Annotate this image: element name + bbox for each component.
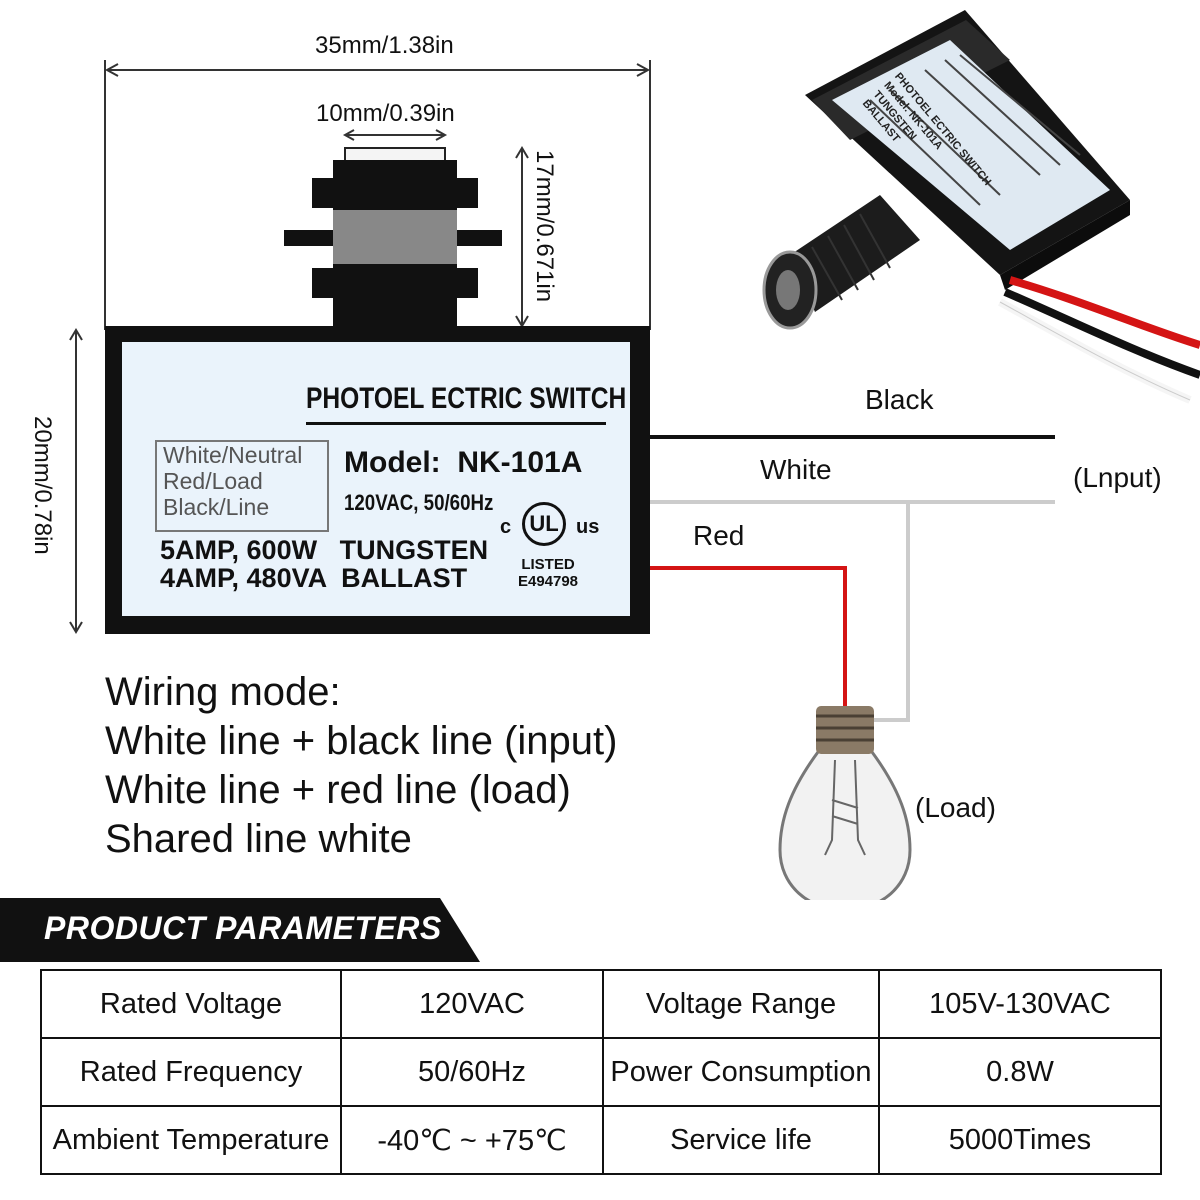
- sensor-height-dimension-line: [515, 146, 529, 328]
- table-row: Ambient Temperature -40℃ ~ +75℃ Service …: [40, 1105, 1162, 1175]
- rating-line: 4AMP, 480VA BALLAST: [160, 563, 468, 593]
- params-title: PRODUCT PARAMETERS: [44, 910, 442, 946]
- ul-file-number: E494798: [517, 573, 579, 590]
- white-wire-drop: [870, 504, 910, 722]
- param-name: Voltage Range: [602, 969, 880, 1039]
- input-label: (Lnput): [1073, 462, 1162, 493]
- wiring-mode-line: Shared line white: [105, 817, 412, 861]
- photo-sensor-barrel: [762, 195, 920, 330]
- param-value: 0.8W: [878, 1037, 1162, 1107]
- photocell-sensor: [284, 147, 502, 330]
- params-table: Rated Voltage 120VAC Voltage Range 105V-…: [40, 969, 1162, 1175]
- sensor-width-label: 10mm/0.39in: [316, 100, 455, 127]
- ul-cert-us: us: [576, 516, 600, 538]
- wiring-mode-heading: Wiring mode:: [105, 670, 341, 714]
- param-name: Service life: [602, 1105, 880, 1175]
- width-dimension-label: 35mm/1.38in: [315, 32, 454, 59]
- wiring-mode-line: White line + black line (input): [105, 719, 618, 763]
- sensor-height-label: 17mm/0.671in: [531, 150, 558, 303]
- load-label: (Load): [915, 792, 996, 823]
- table-row: Rated Frequency 50/60Hz Power Consumptio…: [40, 1037, 1162, 1107]
- black-wire-label: Black: [865, 384, 934, 415]
- wiring-legend-item: Red/Load: [163, 468, 263, 494]
- wiring-legend-item: Black/Line: [163, 494, 270, 520]
- param-value: 120VAC: [340, 969, 604, 1039]
- ul-cert-mark: c UL us: [500, 500, 612, 554]
- red-wire: [650, 566, 847, 712]
- wiring-legend-box: White/Neutral Red/Load Black/Line: [155, 440, 329, 532]
- red-wire-label: Red: [693, 520, 745, 551]
- width-dimension-line: [104, 60, 651, 330]
- param-name: Power Consumption: [602, 1037, 880, 1107]
- table-row: Rated Voltage 120VAC Voltage Range 105V-…: [40, 969, 1162, 1039]
- wiring-legend-item: White/Neutral: [163, 442, 303, 468]
- light-bulb: [778, 706, 912, 900]
- wires: [650, 435, 1055, 722]
- params-banner: [0, 898, 480, 962]
- white-wire-label: White: [760, 454, 832, 485]
- rating-line: 5AMP, 600W TUNGSTEN: [160, 535, 489, 565]
- param-value: 50/60Hz: [340, 1037, 604, 1107]
- ul-listed-text: LISTED: [521, 556, 575, 573]
- model-number: Model: NK-101A: [344, 446, 583, 479]
- product-photo: [762, 10, 1200, 404]
- ul-listing: LISTED E494798: [510, 556, 586, 590]
- device-label-title-underline: [306, 422, 606, 425]
- wiring-mode: Wiring mode: White line + black line (in…: [105, 668, 617, 864]
- param-value: -40℃ ~ +75℃: [340, 1105, 604, 1175]
- param-name: Rated Voltage: [40, 969, 342, 1039]
- body-height-dimension-line: [69, 328, 83, 634]
- device-label-title: PHOTOEL ECTRIC SWITCH: [306, 382, 627, 415]
- param-value: 5000Times: [878, 1105, 1162, 1175]
- voltage-spec: 120VAC, 50/60Hz: [344, 490, 494, 515]
- param-name: Rated Frequency: [40, 1037, 342, 1107]
- body-height-label: 20mm/0.78in: [29, 416, 56, 555]
- wiring-mode-line: White line + red line (load): [105, 768, 571, 812]
- device-label: [122, 342, 630, 616]
- param-name: Ambient Temperature: [40, 1105, 342, 1175]
- sensor-width-dimension-line: [342, 129, 448, 141]
- param-value: 105V-130VAC: [878, 969, 1162, 1039]
- ul-logo-icon: UL: [522, 502, 566, 546]
- ul-cert-c: c: [500, 516, 512, 538]
- current-rating: 5AMP, 600W TUNGSTEN 4AMP, 480VA BALLAST: [160, 536, 488, 592]
